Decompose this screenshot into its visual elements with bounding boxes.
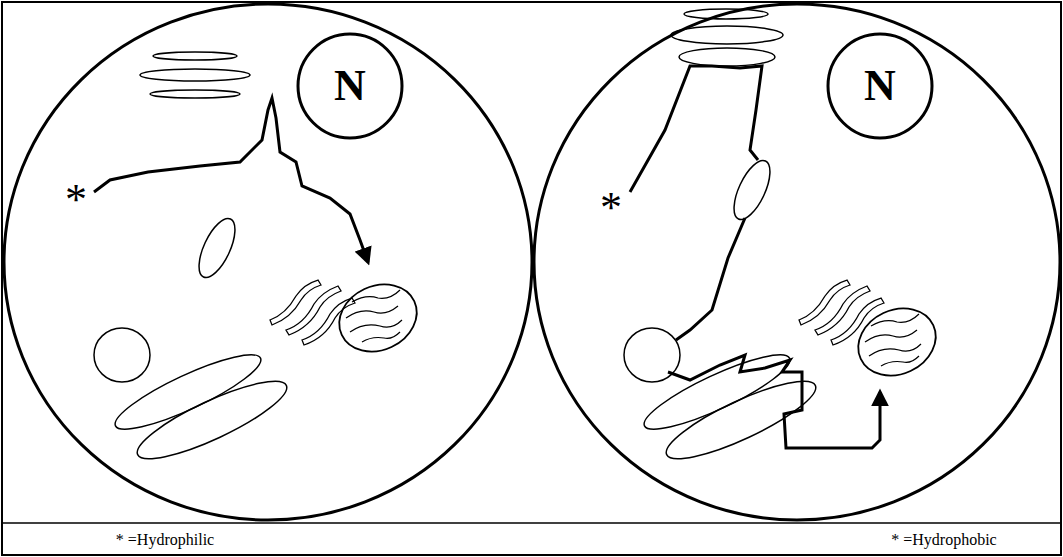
- nucleus-label: N: [864, 64, 896, 108]
- nucleus-border: [828, 34, 932, 138]
- legend-note: * =Hydrophobic: [891, 532, 996, 548]
- start-marker: *: [600, 186, 622, 230]
- nucleus-label: N: [334, 64, 366, 108]
- caption-rule: [2, 522, 1061, 524]
- left-cell: [4, 4, 532, 520]
- nucleus-border: [298, 34, 402, 138]
- legend-note: * =Hydrophilic: [116, 532, 214, 548]
- start-marker: *: [65, 178, 87, 222]
- right-cell: [534, 4, 1060, 520]
- nucleus-circle: N: [296, 32, 404, 140]
- nucleus-circle: N: [826, 32, 934, 140]
